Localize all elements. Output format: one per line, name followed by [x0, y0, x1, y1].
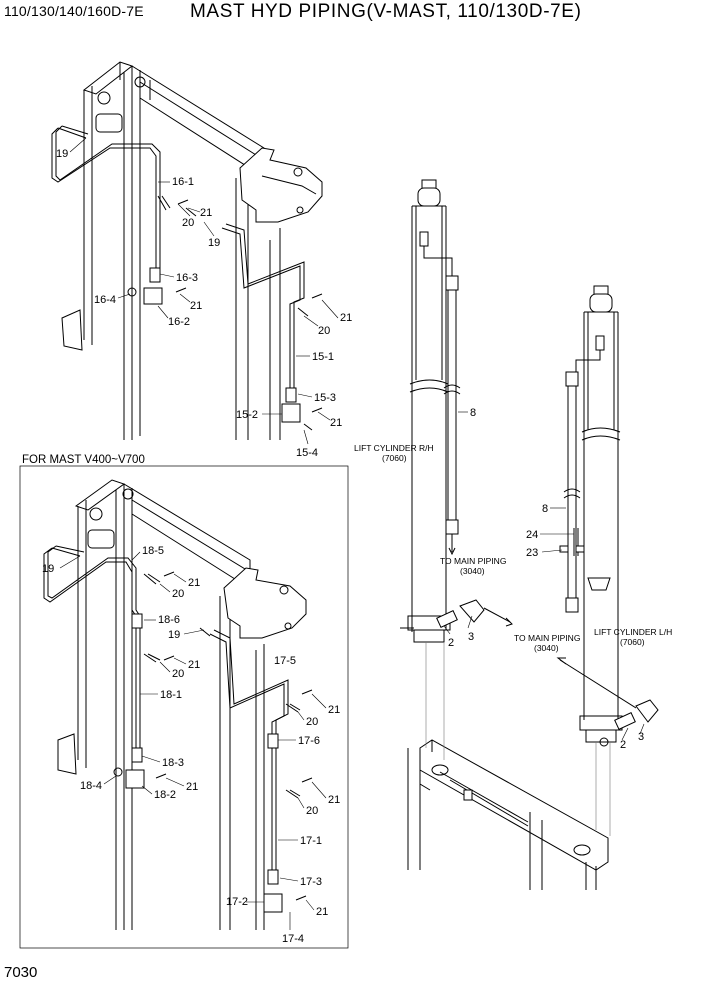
label-18-3: 18-3 [162, 757, 184, 769]
lift-cylinder-lh [575, 285, 623, 747]
note-lift-cylinder-rh: LIFT CYLINDER R/H [354, 443, 434, 453]
label-16-3: 16-3 [176, 272, 198, 284]
note-to-main-piping-2: TO MAIN PIPING [514, 633, 580, 643]
label-20: 20 [306, 805, 318, 817]
label-20: 20 [182, 217, 194, 229]
label-18-5: 18-5 [142, 545, 164, 557]
label-15-3: 15-3 [314, 392, 336, 404]
note-lift-cylinder-lh: LIFT CYLINDER L/H [594, 627, 672, 637]
label-17-4: 17-4 [282, 933, 304, 945]
label-16-1: 16-1 [172, 176, 194, 188]
label-19: 19 [168, 629, 180, 641]
label-21: 21 [188, 577, 200, 589]
label-18-6: 18-6 [158, 614, 180, 626]
callout-notes: LIFT CYLINDER R/H (7060) TO MAIN PIPING … [354, 443, 672, 653]
inset-caption: FOR MAST V400~V700 [22, 454, 145, 466]
label-15-2: 15-2 [236, 409, 258, 421]
inset-leaders [59, 551, 327, 930]
label-3: 3 [468, 631, 474, 643]
page-number: 7030 [4, 964, 38, 981]
label-15-4: 15-4 [296, 447, 318, 459]
label-2: 2 [620, 739, 626, 751]
note-lift-cylinder-rh-code: (7060) [382, 453, 407, 463]
label-16-4: 16-4 [94, 294, 116, 306]
mast-base-frame [407, 739, 609, 890]
label-17-2: 17-2 [226, 896, 248, 908]
label-21: 21 [328, 704, 340, 716]
label-8: 8 [542, 503, 548, 515]
label-18-2: 18-2 [154, 789, 176, 801]
label-21: 21 [340, 312, 352, 324]
label-21: 21 [186, 781, 198, 793]
label-20: 20 [172, 668, 184, 680]
label-19: 19 [56, 148, 68, 160]
label-18-1: 18-1 [160, 689, 182, 701]
label-19: 19 [208, 237, 220, 249]
label-21: 21 [190, 300, 202, 312]
label-17-6: 17-6 [298, 735, 320, 747]
lift-cylinder-rh [400, 179, 453, 643]
label-20: 20 [318, 325, 330, 337]
label-23: 23 [526, 547, 538, 559]
label-21: 21 [328, 794, 340, 806]
note-lift-cylinder-lh-code: (7060) [620, 637, 645, 647]
label-17-5: 17-5 [274, 655, 296, 667]
label-16-2: 16-2 [168, 316, 190, 328]
note-to-main-piping-2-code: (3040) [534, 643, 559, 653]
upper-leaders [69, 137, 339, 445]
label-20: 20 [172, 588, 184, 600]
inset-box [19, 465, 349, 949]
label-24: 24 [526, 529, 538, 541]
ghost-centerlines [425, 642, 611, 836]
label-17-3: 17-3 [300, 876, 322, 888]
label-8: 8 [470, 407, 476, 419]
label-20: 20 [306, 716, 318, 728]
label-3: 3 [638, 731, 644, 743]
label-17-1: 17-1 [300, 835, 322, 847]
label-21: 21 [316, 906, 328, 918]
label-21: 21 [188, 659, 200, 671]
label-21: 21 [200, 207, 212, 219]
label-15-1: 15-1 [312, 351, 334, 363]
hose-8-rh [443, 275, 461, 556]
label-21: 21 [330, 417, 342, 429]
note-to-main-piping-1: TO MAIN PIPING [440, 556, 506, 566]
page-header: 110/130/140/160D-7E MAST HYD PIPING(V-MA… [0, 0, 702, 34]
part-labels: 19 16-1 20 21 19 16-3 16-4 21 16-2 21 20… [22, 148, 644, 945]
label-18-4: 18-4 [80, 780, 102, 792]
note-to-main-piping-1-code: (3040) [460, 566, 485, 576]
page-title: MAST HYD PIPING(V-MAST, 110/130D-7E) [190, 1, 582, 22]
label-2: 2 [448, 637, 454, 649]
upper-mast-assembly [51, 61, 323, 440]
label-19: 19 [42, 563, 54, 575]
right-leaders [443, 411, 645, 741]
fittings-2-3 [436, 599, 659, 730]
hose-8-lh [559, 371, 585, 613]
model-numbers: 110/130/140/160D-7E [4, 3, 144, 19]
inset-mast-assembly [43, 479, 313, 930]
